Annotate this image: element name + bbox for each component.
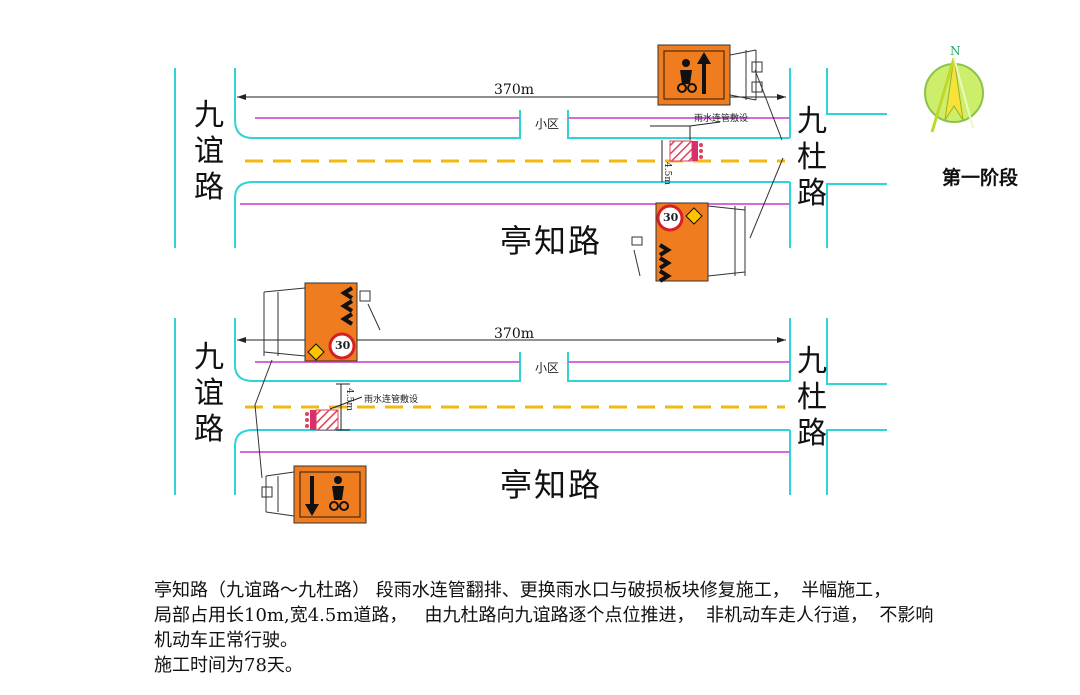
stage1-main-road-label: 亭知路 — [500, 222, 603, 260]
stage2-east-road-label: 九杜路 — [797, 344, 827, 451]
stage2-area-label: 小区 — [535, 361, 560, 375]
sign-direction-ahead-top — [657, 44, 763, 106]
stage1-east-road-label: 九杜路 — [797, 104, 827, 211]
description-line-1: 亭知路（九谊路～九杜路） 段雨水连管翻排、更换雨水口与破损板块修复施工， 半幅施… — [154, 580, 892, 601]
description-line-3: 机动车正常行驶。 — [154, 630, 298, 651]
stage2-speed-limit: 30 — [335, 339, 351, 352]
sign-direction-down-bottom — [261, 465, 367, 524]
stage2-main-road-label: 亭知路 — [500, 466, 603, 504]
stage1-length-label: 370m — [494, 82, 534, 98]
stage-title: 第一阶段 — [942, 167, 1019, 189]
stage2-west-road-label: 九谊路 — [194, 340, 224, 447]
sign-speed-chevron-stage2 — [263, 282, 381, 362]
stage1-speed-limit: 30 — [663, 211, 679, 224]
stage2-pipe-label: 雨水连管敷设 — [364, 395, 419, 405]
stage1-pipe-label: 雨水连管敷设 — [694, 114, 749, 124]
stage2-width-label: 4.5m — [344, 388, 354, 411]
stage1-west-road-label: 九谊路 — [194, 98, 224, 205]
stage1-area-label: 小区 — [535, 117, 560, 131]
compass-north-label: N — [950, 44, 961, 58]
sign-speed-chevron-stage1 — [631, 202, 746, 283]
stage-2-road-layout — [174, 318, 887, 495]
description-line-4: 施工时间为78天。 — [154, 655, 303, 676]
construction-description: 亭知路（九谊路～九杜路） 段雨水连管翻排、更换雨水口与破损板块修复施工， 半幅施… — [154, 578, 1064, 678]
stage1-width-label: 4.5m — [662, 162, 672, 185]
north-compass-icon — [924, 57, 984, 133]
description-line-2: 局部占用长10m,宽4.5m道路， 由九杜路向九谊路逐个点位推进， 非机动车走人… — [154, 605, 934, 626]
stage2-length-label: 370m — [494, 326, 534, 342]
